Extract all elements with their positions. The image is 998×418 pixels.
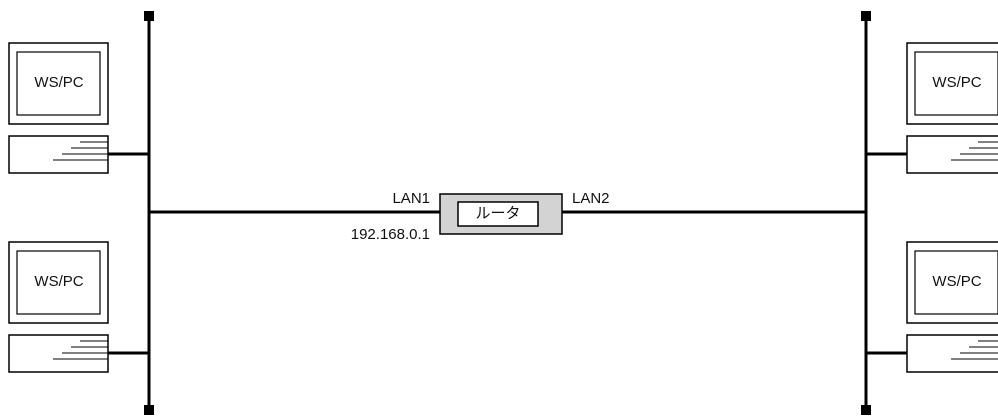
lan2-terminator-top [861,11,871,21]
lan1-ip: 192.168.0.1 [350,226,430,243]
lan2-terminator-bottom [861,405,871,415]
monitor-screen [914,51,998,116]
lan2-name: LAN2 [572,190,610,207]
ws-label: WS/PC [34,273,84,290]
router [439,193,563,235]
ws-label: WS/PC [932,74,982,91]
ws-label: WS/PC [932,273,982,290]
workstation-right-bottom [866,241,998,373]
lan1-name: LAN1 [392,190,430,207]
workstation-left-top [8,42,149,174]
workstation-left-bottom [8,241,149,373]
lan1-terminator-bottom [144,405,154,415]
monitor-screen [16,250,101,315]
monitor-screen [16,51,101,116]
router-label-box [457,201,539,227]
lan1-terminator-top [144,11,154,21]
ws-label: WS/PC [34,74,84,91]
router-label: ルータ [475,205,521,222]
workstation-right-top [866,42,998,174]
monitor-screen [914,250,998,315]
